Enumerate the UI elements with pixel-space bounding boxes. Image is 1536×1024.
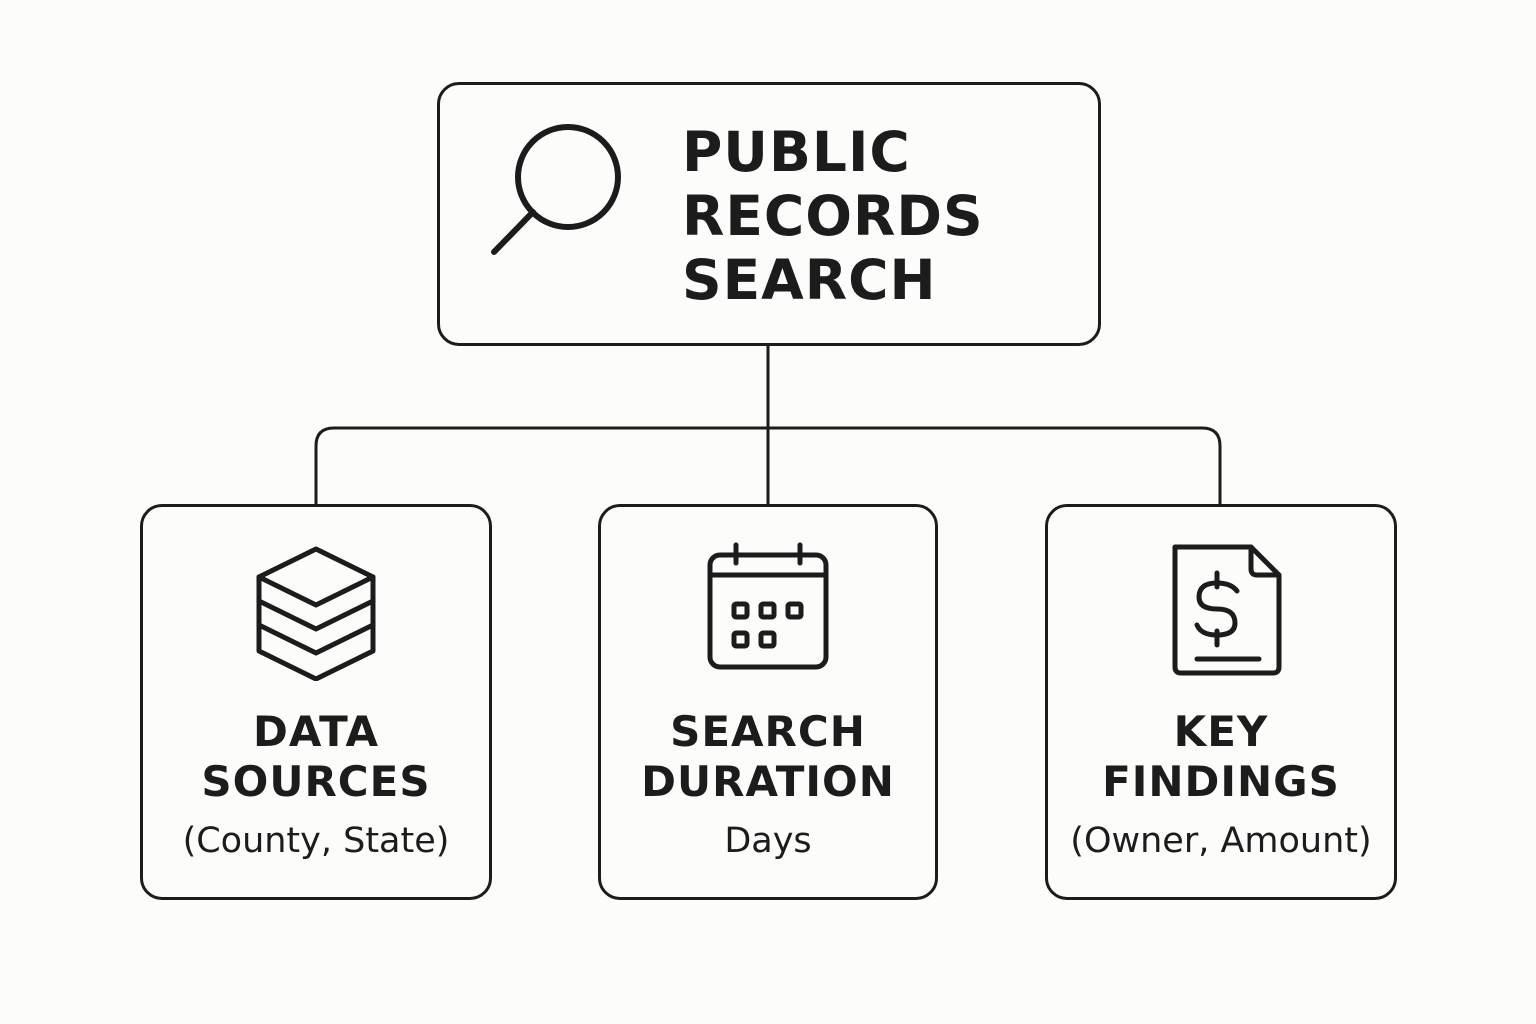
- root-title-line: RECORDS: [682, 184, 984, 248]
- root-title-line: SEARCH: [682, 248, 937, 312]
- key-findings-node: KEY FINDINGS (Owner, Amount): [1045, 504, 1397, 900]
- root-title-line: PUBLIC: [682, 120, 911, 184]
- search-duration-node: SEARCH DURATION Days: [598, 504, 938, 900]
- branch-connector: [314, 426, 1222, 504]
- calendar-icon: [707, 542, 829, 670]
- dollar-document-icon: [1172, 544, 1282, 676]
- child-title-line: DURATION: [641, 757, 895, 806]
- search-icon: [491, 124, 621, 255]
- data-sources-node: DATA SOURCES (County, State): [140, 504, 492, 900]
- child-title-line: KEY: [1173, 707, 1269, 756]
- database-stack-icon: [256, 546, 376, 681]
- root-title: PUBLIC RECORDS SEARCH: [682, 120, 1082, 312]
- child-title-line: SOURCES: [201, 757, 431, 806]
- key-findings-title: KEY FINDINGS: [1048, 707, 1394, 807]
- search-duration-subtitle: Days: [724, 821, 812, 861]
- root-node: [437, 82, 1101, 346]
- search-duration-title: SEARCH DURATION: [601, 707, 935, 807]
- child-title-line: SEARCH: [670, 707, 866, 756]
- child-title-line: DATA: [252, 707, 379, 756]
- data-sources-subtitle: (County, State): [182, 821, 450, 861]
- data-sources-title: DATA SOURCES: [143, 707, 489, 807]
- key-findings-subtitle: (Owner, Amount): [1070, 821, 1372, 861]
- child-title-line: FINDINGS: [1102, 757, 1340, 806]
